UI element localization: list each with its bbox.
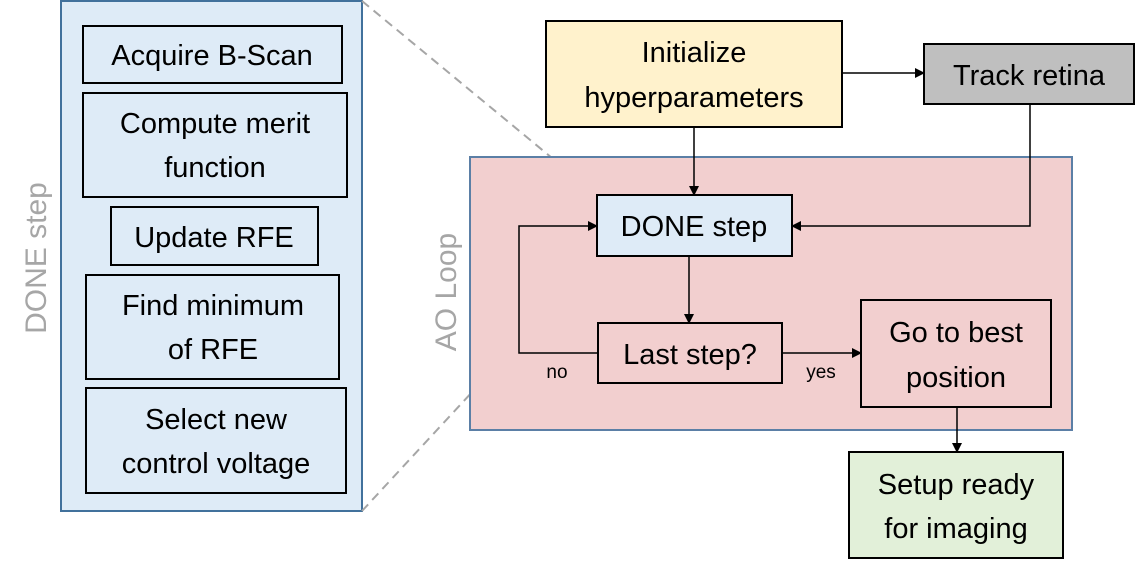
panel-step-update-rfe-label: Update RFE [134, 222, 294, 254]
panel-step-select-voltage-line2: control voltage [122, 448, 311, 480]
node-done-step-label: DONE step [621, 211, 768, 243]
arrow-track-to-done [791, 104, 1031, 231]
node-setup-ready: Setup ready for imaging [848, 451, 1064, 559]
panel-step-select-voltage: Select new control voltage [85, 387, 347, 494]
node-done-step: DONE step [596, 194, 793, 257]
ao-loop-title: AO Loop [430, 233, 463, 351]
panel-step-find-minimum-line2: of RFE [168, 334, 258, 366]
panel-step-acquire-bscan: Acquire B-Scan [82, 25, 343, 84]
done-step-panel-title: DONE step [20, 182, 53, 334]
panel-step-find-minimum: Find minimum of RFE [85, 274, 340, 380]
node-initialize-hyperparameters: Initialize hyperparameters [545, 20, 843, 128]
panel-step-compute-merit-line1: Compute merit [120, 108, 310, 140]
edge-label-yes: yes [806, 362, 836, 383]
node-last-step-label: Last step? [623, 339, 757, 371]
node-track-retina: Track retina [923, 43, 1135, 105]
panel-step-update-rfe: Update RFE [110, 206, 319, 266]
node-best-line2: position [906, 362, 1006, 394]
node-ready-line1: Setup ready [878, 469, 1035, 501]
node-go-to-best-position: Go to best position [860, 299, 1052, 408]
node-last-step: Last step? [597, 322, 783, 384]
panel-step-find-minimum-line1: Find minimum [122, 290, 304, 322]
node-track-retina-label: Track retina [953, 60, 1106, 92]
node-initialize-line1: Initialize [642, 37, 747, 69]
panel-step-compute-merit-line2: function [164, 152, 266, 184]
edge-label-no: no [546, 362, 567, 383]
node-ready-line2: for imaging [884, 513, 1027, 545]
node-best-line1: Go to best [889, 317, 1023, 349]
arrow-last-no-loop [518, 221, 598, 354]
panel-step-select-voltage-line1: Select new [145, 404, 288, 436]
panel-step-acquire-bscan-label: Acquire B-Scan [111, 40, 313, 72]
node-initialize-line2: hyperparameters [584, 82, 803, 114]
panel-step-compute-merit: Compute merit function [82, 92, 348, 198]
